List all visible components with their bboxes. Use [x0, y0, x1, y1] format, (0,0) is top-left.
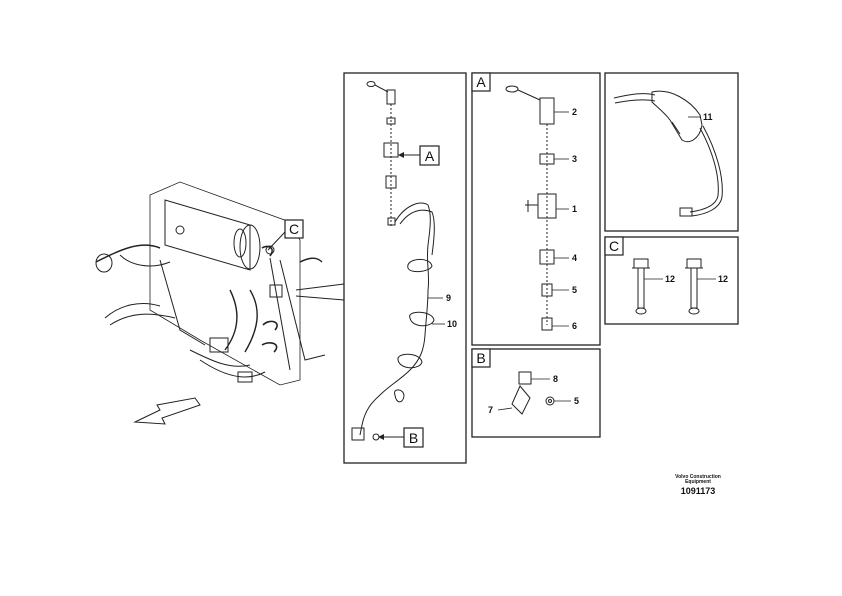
panel-A-item-5: 5	[572, 285, 577, 295]
panel-B-item-8: 8	[553, 374, 558, 384]
svg-text:A: A	[425, 148, 435, 164]
panel-C-item-12-right: 12	[718, 274, 728, 284]
main-callout-C: C	[267, 219, 304, 251]
panel-A-label: A	[476, 74, 486, 90]
direction-arrow	[133, 397, 201, 425]
detail-panel-C: C 12 12	[604, 236, 739, 325]
figure-number: 1091173	[680, 485, 716, 496]
panel-B-item-5: 5	[574, 396, 579, 406]
panel-B-label: B	[476, 350, 485, 366]
harness-item-9: 9	[428, 293, 451, 303]
svg-text:C: C	[289, 221, 299, 237]
panel-C-label: C	[609, 238, 619, 254]
panel-C-bolts	[632, 258, 703, 315]
harness-item-10: 10	[432, 319, 457, 329]
svg-text:B: B	[409, 430, 418, 446]
brand-line-2: Equipment	[685, 479, 711, 486]
harness-callout-A: A	[398, 145, 440, 166]
detail-panel-A: A 2 3 1 4	[471, 72, 601, 346]
detail-panel-B: B 8 7 5	[471, 348, 601, 438]
panel-A-leaders	[552, 111, 569, 327]
panel-A-parts	[505, 85, 557, 331]
detail-panel-nozzle: 11	[604, 72, 739, 232]
harness-panel: A B 9 10	[343, 72, 467, 464]
nozzle-item-11: 11	[703, 112, 713, 122]
harness-sensor-parts	[351, 81, 435, 441]
panel-C-item-12-left: 12	[665, 274, 675, 284]
figure-footer: Volvo Construction Equipment 1091173	[648, 474, 748, 496]
panel-A-item-1: 1	[572, 204, 577, 214]
brand-line-1: Volvo Construction	[675, 474, 721, 480]
nozzle-illustration	[613, 90, 723, 217]
panel-A-item-2: 2	[572, 107, 577, 117]
engine-assembly-illustration	[95, 181, 326, 386]
panel-A-item-3: 3	[572, 154, 577, 164]
svg-text:10: 10	[447, 319, 457, 329]
harness-callout-B: B	[378, 427, 424, 448]
assembly-to-harness-leader	[295, 283, 345, 301]
panel-A-item-6: 6	[572, 321, 577, 331]
panel-B-item-7: 7	[488, 405, 493, 415]
panel-A-item-4: 4	[572, 253, 577, 263]
panel-B-leaders	[497, 378, 571, 411]
svg-text:9: 9	[446, 293, 451, 303]
panel-B-parts	[511, 371, 555, 415]
